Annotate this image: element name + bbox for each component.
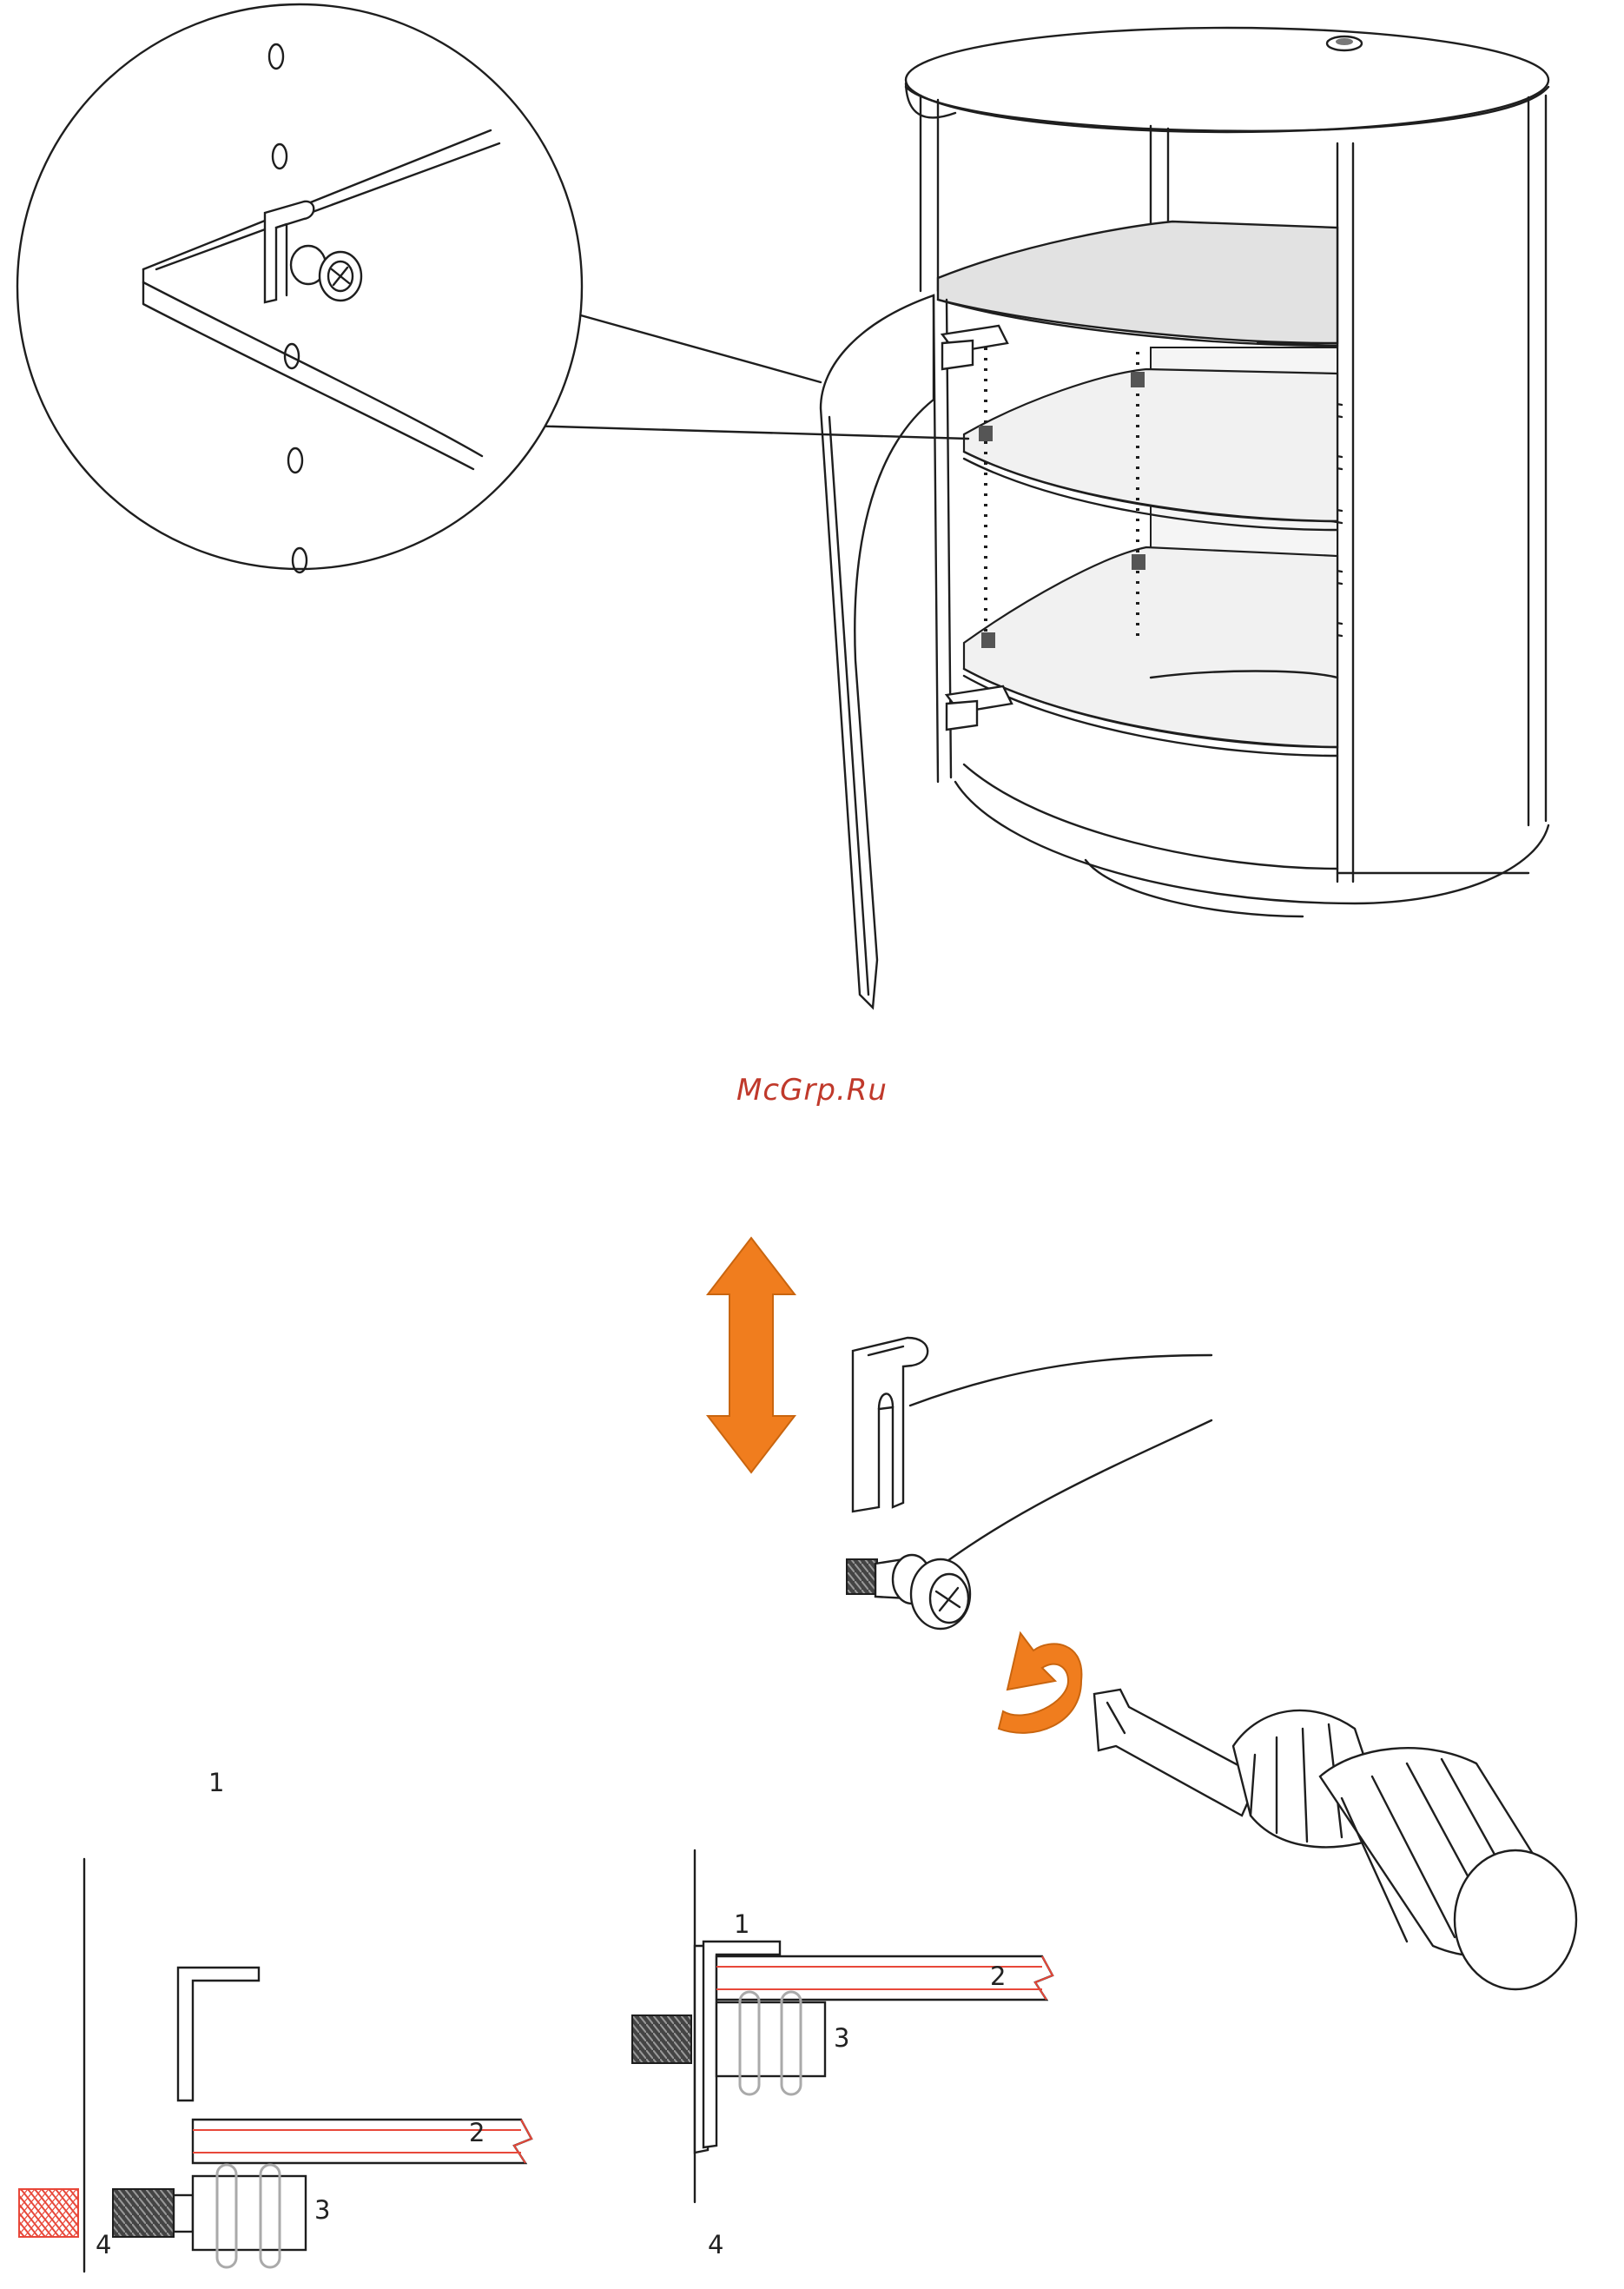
shelf-support-bracket [853,1338,1211,1568]
left-label-1: 1 [208,1768,224,1797]
right-label-2: 2 [990,1962,1006,1991]
diagram-left [19,1859,531,2272]
cabinet-drawing [821,28,1548,1008]
rotate-arrow-icon [999,1633,1081,1733]
left-label-2: 2 [469,2118,485,2147]
shelf-support-screw [847,1555,970,1629]
cabinet-door [821,295,934,1008]
right-label-4: 4 [708,2230,723,2259]
left-wall-insert [19,2189,78,2237]
watermark-text: McGrp.Ru [690,1073,934,1108]
left-bracket-1 [178,1968,259,2100]
right-label-1: 1 [734,1909,749,1939]
right-screw-3 [716,2002,825,2076]
right-label-3: 3 [834,2023,849,2053]
left-label-3: 3 [314,2195,330,2225]
up-down-arrow-icon [708,1238,795,1472]
screwdriver-icon [1094,1690,1576,1989]
glass-shelf-lower [964,547,1337,747]
glass-shelf-upper [964,369,1337,521]
left-label-4: 4 [96,2230,111,2259]
left-screw-3 [193,2176,306,2250]
